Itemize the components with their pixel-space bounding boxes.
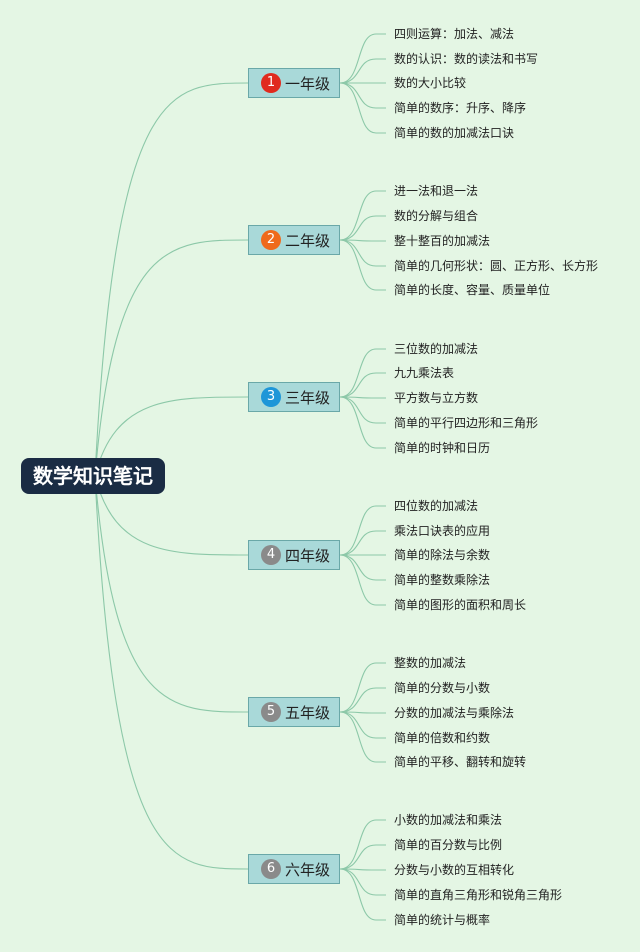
topic-item[interactable]: 简单的长度、容量、质量单位 (394, 283, 551, 297)
connector-line (339, 662, 386, 713)
topic-item[interactable]: 整十整百的加减法 (394, 234, 491, 248)
connector-line (339, 33, 386, 84)
topic-item[interactable]: 简单的数序：升序、降序 (394, 101, 527, 115)
grade-node-2[interactable]: 2 二年级 (248, 225, 340, 255)
connector-line (339, 239, 386, 267)
connector-line (339, 58, 386, 84)
topic-item[interactable]: 简单的统计与概率 (394, 913, 491, 927)
topic-item[interactable]: 小数的加减法和乘法 (394, 813, 503, 827)
connector-line (339, 215, 386, 241)
connector-line (94, 475, 249, 556)
number-badge: 4 (261, 545, 281, 565)
connector-line (339, 348, 386, 398)
topic-item[interactable]: 简单的图形的面积和周长 (394, 598, 527, 612)
connector-line (339, 505, 386, 556)
connector-line (339, 239, 386, 291)
topic-item[interactable]: 简单的平行四边形和三角形 (394, 416, 539, 430)
number-badge: 6 (261, 859, 281, 879)
connector-line (339, 396, 386, 424)
topic-item[interactable]: 平方数与立方数 (394, 391, 479, 405)
grade-node-1[interactable]: 1 一年级 (248, 68, 340, 98)
connector-line (339, 868, 386, 896)
topic-item[interactable]: 简单的百分数与比例 (394, 838, 503, 852)
connector-line (339, 711, 386, 763)
topic-item[interactable]: 九九乘法表 (394, 366, 455, 380)
grade-node-5[interactable]: 5 五年级 (248, 697, 340, 727)
connector-line (339, 711, 386, 714)
topic-item[interactable]: 简单的数的加减法口诀 (394, 126, 515, 140)
connector-line (339, 396, 386, 399)
connector-line (94, 475, 249, 870)
grade-label: 三年级 (285, 388, 331, 407)
topic-item[interactable]: 四位数的加减法 (394, 499, 479, 513)
topic-item[interactable]: 简单的整数乘除法 (394, 573, 491, 587)
number-badge: 1 (261, 73, 281, 93)
connector-line (94, 82, 249, 477)
connector-line (339, 530, 386, 556)
connector-line (339, 372, 386, 398)
connector-line (339, 844, 386, 870)
connector-line (339, 82, 386, 134)
topic-item[interactable]: 简单的平移、翻转和旋转 (394, 755, 527, 769)
connector-line (339, 82, 386, 109)
grade-node-6[interactable]: 6 六年级 (248, 854, 340, 884)
connector-line (339, 819, 386, 870)
topic-item[interactable]: 进一法和退一法 (394, 184, 479, 198)
topic-item[interactable]: 简单的直角三角形和锐角三角形 (394, 888, 563, 902)
connector-line (339, 239, 386, 242)
topic-item[interactable]: 数的分解与组合 (394, 209, 479, 223)
topic-item[interactable]: 简单的除法与余数 (394, 548, 491, 562)
connector-line (94, 239, 249, 477)
connector-line (339, 554, 386, 581)
grade-label: 六年级 (285, 860, 331, 879)
grade-node-3[interactable]: 3 三年级 (248, 382, 340, 412)
topic-item[interactable]: 三位数的加减法 (394, 342, 479, 356)
number-badge: 2 (261, 230, 281, 250)
topic-item[interactable]: 分数与小数的互相转化 (394, 863, 515, 877)
number-badge: 5 (261, 702, 281, 722)
connector-line (339, 868, 386, 871)
connector-line (339, 711, 386, 739)
topic-item[interactable]: 整数的加减法 (394, 656, 467, 670)
topic-item[interactable]: 分数的加减法与乘除法 (394, 706, 515, 720)
number-badge: 3 (261, 387, 281, 407)
connector-line (94, 475, 249, 713)
root-node[interactable]: 数学知识笔记 (21, 458, 165, 494)
connector-line (339, 868, 386, 921)
grade-label: 四年级 (285, 546, 331, 565)
topic-item[interactable]: 简单的几何形状：圆、正方形、长方形 (394, 259, 599, 273)
grade-label: 五年级 (285, 703, 331, 722)
grade-node-4[interactable]: 4 四年级 (248, 540, 340, 570)
topic-item[interactable]: 乘法口诀表的应用 (394, 524, 491, 538)
topic-item[interactable]: 简单的时钟和日历 (394, 441, 491, 455)
topic-item[interactable]: 数的认识：数的读法和书写 (394, 52, 539, 66)
connector-line (339, 554, 386, 606)
connector-line (339, 396, 386, 449)
topic-item[interactable]: 数的大小比较 (394, 76, 467, 90)
connector-line (339, 687, 386, 713)
topic-item[interactable]: 简单的分数与小数 (394, 681, 491, 695)
connector-line (339, 190, 386, 241)
grade-label: 二年级 (285, 231, 331, 250)
topic-item[interactable]: 四则运算：加法、减法 (394, 27, 515, 41)
connector-line (94, 396, 249, 477)
topic-item[interactable]: 简单的倍数和约数 (394, 731, 491, 745)
grade-label: 一年级 (285, 74, 331, 93)
